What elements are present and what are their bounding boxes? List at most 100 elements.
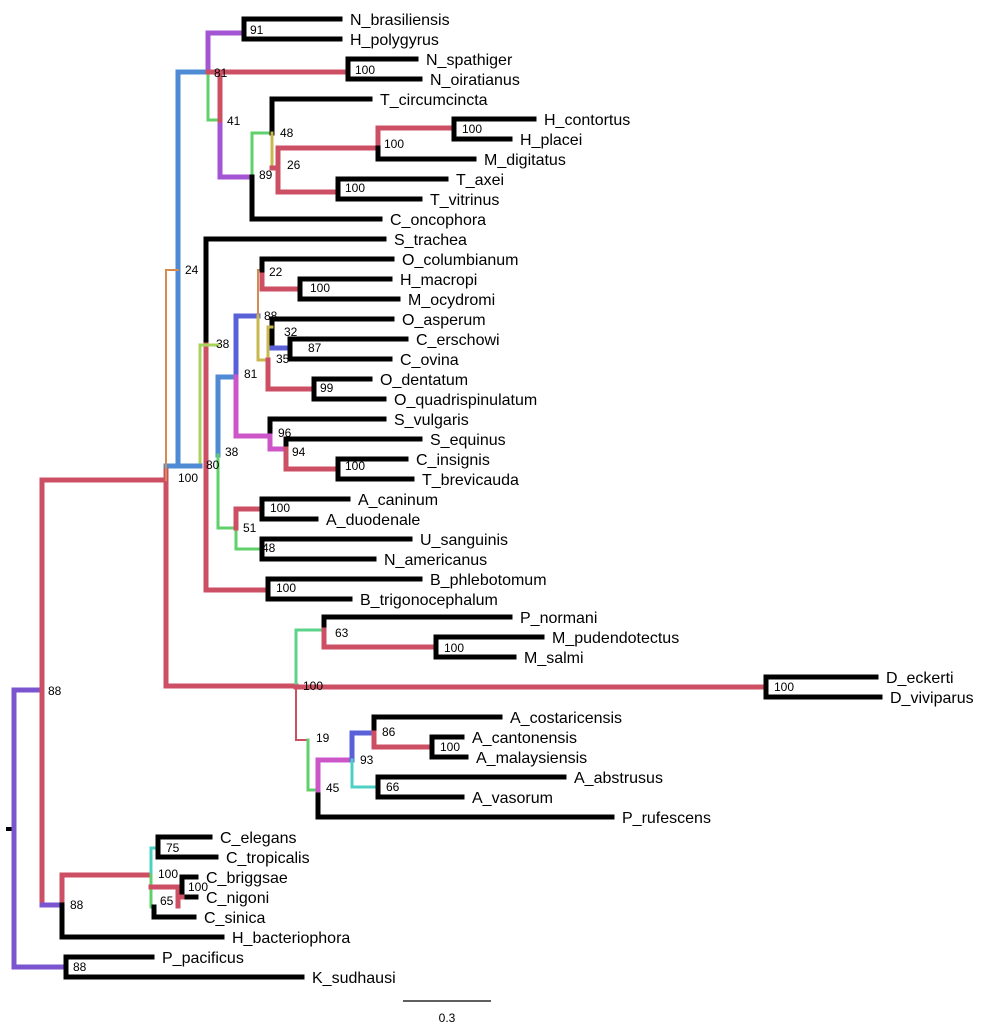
support-value: 65 — [160, 894, 174, 908]
support-value: 100 — [345, 181, 365, 195]
leaf-label-n_brasiliensis: N_brasiliensis — [350, 12, 450, 29]
support-value: 45 — [326, 781, 340, 795]
leaf-label-c_briggsae: C_briggsae — [206, 870, 288, 887]
leaf-label-a_cantonensis: A_cantonensis — [472, 730, 577, 747]
leaf-label-h_bacteriophora: H_bacteriophora — [232, 930, 350, 947]
support-value: 100 — [303, 679, 323, 693]
support-value: 24 — [185, 263, 199, 277]
support-value: 100 — [774, 680, 794, 694]
leaf-label-h_contortus: H_contortus — [544, 112, 630, 129]
leaf-label-b_trigonocephalum: B_trigonocephalum — [360, 592, 498, 609]
leaf-label-s_vulgaris: S_vulgaris — [394, 412, 469, 429]
support-value: 96 — [278, 426, 292, 440]
leaf-label-a_costaricensis: A_costaricensis — [510, 710, 622, 727]
leaf-label-s_trachea: S_trachea — [394, 232, 467, 249]
leaf-label-n_americanus: N_americanus — [384, 552, 487, 569]
support-value: 81 — [244, 367, 258, 381]
support-value: 88 — [70, 898, 84, 912]
support-value: 75 — [166, 841, 180, 855]
support-value: 32 — [284, 325, 298, 339]
support-value: 88 — [73, 960, 87, 974]
leaf-label-k_sudhausi: K_sudhausi — [312, 970, 396, 987]
support-value: 100 — [384, 137, 404, 151]
leaf-label-c_elegans: C_elegans — [220, 830, 297, 847]
support-value: 100 — [270, 501, 290, 515]
support-value: 100 — [276, 581, 296, 595]
support-value: 93 — [360, 753, 374, 767]
support-value: 41 — [227, 114, 241, 128]
leaf-label-c_erschowi: C_erschowi — [416, 332, 500, 349]
leaf-label-a_vasorum: A_vasorum — [472, 790, 553, 807]
support-value: 38 — [216, 337, 230, 351]
leaf-label-t_brevicauda: T_brevicauda — [422, 472, 519, 489]
leaf-label-o_dentatum: O_dentatum — [380, 372, 468, 389]
support-value: 86 — [382, 725, 396, 739]
support-value: 99 — [320, 381, 334, 395]
leaf-label-h_macropi: H_macropi — [400, 272, 477, 289]
leaf-label-c_insignis: C_insignis — [416, 452, 490, 469]
support-value: 100 — [444, 641, 464, 655]
support-value: 38 — [225, 445, 239, 459]
leaf-label-h_placei: H_placei — [520, 132, 582, 149]
leaf-label-m_digitatus: M_digitatus — [484, 152, 566, 169]
leaf-label-a_abstrusus: A_abstrusus — [574, 770, 663, 787]
support-value: 22 — [269, 265, 283, 279]
support-value: 100 — [345, 459, 365, 473]
leaf-label-m_pudendotectus: M_pudendotectus — [552, 630, 679, 647]
leaf-label-t_axei: T_axei — [456, 172, 504, 189]
support-value: 94 — [292, 445, 306, 459]
support-value: 66 — [386, 780, 400, 794]
support-value: 88 — [264, 309, 278, 323]
support-value: 100 — [310, 281, 330, 295]
support-value: 100 — [440, 740, 460, 754]
leaf-label-c_tropicalis: C_tropicalis — [226, 850, 310, 867]
leaf-label-a_caninum: A_caninum — [358, 492, 438, 509]
leaf-label-p_rufescens: P_rufescens — [622, 810, 711, 827]
support-value: 19 — [316, 731, 330, 745]
leaf-label-s_equinus: S_equinus — [430, 432, 506, 449]
leaf-label-h_polygyrus: H_polygyrus — [350, 32, 439, 49]
leaf-label-t_vitrinus: T_vitrinus — [430, 192, 499, 209]
leaf-label-d_eckerti: D_eckerti — [886, 670, 954, 687]
scale-bar: 0.3 — [403, 1000, 491, 1025]
leaf-labels: N_brasiliensisH_polygyrusN_spathigerN_oi… — [162, 12, 974, 987]
support-value: 63 — [335, 626, 349, 640]
support-value: 48 — [280, 126, 294, 140]
leaf-label-n_spathiger: N_spathiger — [426, 52, 513, 69]
support-value: 100 — [178, 471, 198, 485]
support-value: 35 — [276, 352, 290, 366]
leaf-label-a_duodenale: A_duodenale — [326, 512, 420, 529]
tree-branches — [6, 16, 883, 980]
leaf-label-c_ovina: C_ovina — [400, 352, 459, 369]
scale-bar-label: 0.3 — [439, 1011, 456, 1025]
support-value: 100 — [158, 867, 178, 881]
leaf-label-m_salmi: M_salmi — [524, 650, 584, 667]
leaf-label-a_malaysiensis: A_malaysiensis — [476, 750, 587, 767]
support-value: 89 — [259, 168, 273, 182]
leaf-label-u_sanguinis: U_sanguinis — [420, 532, 508, 549]
support-value: 100 — [462, 122, 482, 136]
support-value: 81 — [214, 66, 228, 80]
leaf-label-n_oiratianus: N_oiratianus — [430, 72, 520, 89]
leaf-label-m_ocydromi: M_ocydromi — [408, 292, 495, 309]
support-values: 91 100 81 41 48 100 100 26 100 89 24 22 100 88 32 87 35 9… — [48, 23, 794, 974]
leaf-label-p_normani: P_normani — [520, 610, 597, 627]
leaf-label-t_circumcincta: T_circumcincta — [380, 92, 488, 109]
leaf-label-c_oncophora: C_oncophora — [390, 212, 486, 229]
support-value: 100 — [188, 880, 208, 894]
support-value: 88 — [48, 684, 62, 698]
leaf-label-c_nigoni: C_nigoni — [206, 890, 269, 907]
leaf-label-o_quadrispinulatum: O_quadrispinulatum — [394, 392, 537, 409]
support-value: 87 — [308, 341, 322, 355]
support-value: 26 — [287, 158, 301, 172]
support-value: 91 — [250, 23, 264, 37]
leaf-label-p_pacificus: P_pacificus — [162, 950, 244, 967]
support-value: 80 — [206, 458, 220, 472]
leaf-label-d_viviparus: D_viviparus — [890, 690, 974, 707]
support-value: 100 — [355, 63, 375, 77]
leaf-label-o_columbianum: O_columbianum — [402, 252, 519, 269]
support-value: 51 — [243, 521, 257, 535]
leaf-label-b_phlebotomum: B_phlebotomum — [430, 572, 547, 589]
support-value: 48 — [262, 541, 276, 555]
